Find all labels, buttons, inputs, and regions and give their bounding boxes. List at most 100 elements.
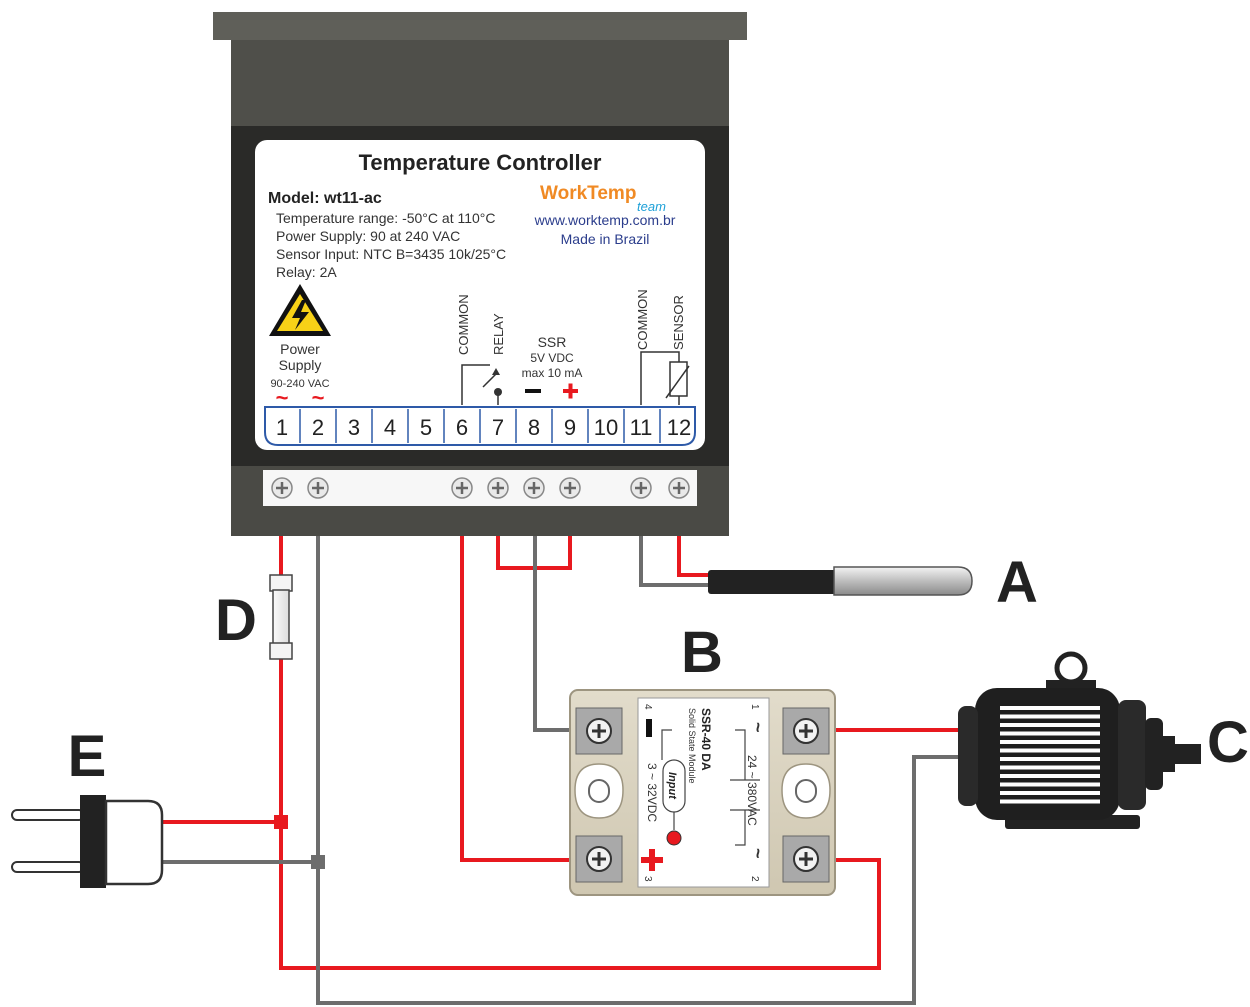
ssr-led: [666, 830, 682, 846]
terminal-screw-icon: [487, 477, 509, 499]
ssr-screw-icon: [586, 846, 612, 872]
power-plug: [11, 795, 164, 888]
ssr-pin-3: 3: [642, 876, 653, 882]
spec-line-4: Relay: 2A: [276, 264, 337, 280]
brand-origin: Made in Brazil: [561, 231, 650, 247]
ssr-internal-schematic: [661, 729, 760, 846]
motor-fin: [1000, 714, 1100, 719]
ssr-name: SSR-40 DA: [699, 708, 713, 771]
motor-fin: [1000, 748, 1100, 753]
ssr-input-range: 3 ~ 32VDC: [645, 763, 659, 822]
controller-bezel: [213, 12, 747, 40]
ssr-minus-symbol: [646, 719, 652, 737]
ssr-screw-icon: [793, 718, 819, 744]
ssr-desc: Solid State Module: [687, 708, 697, 784]
terminal-number-9: 9: [564, 415, 576, 440]
ssr-screw-icon: [586, 718, 612, 744]
high-voltage-warning-icon: [269, 284, 331, 336]
callout-a: A: [996, 550, 1038, 615]
terminal-screw-icon: [451, 477, 473, 499]
common-label: COMMON: [456, 294, 471, 355]
motor-fin: [1000, 799, 1100, 804]
ssr-screws: [586, 718, 819, 872]
motor-fin: [1000, 791, 1100, 795]
motor-cooling-fins: [1000, 706, 1100, 804]
ac-symbol-2: ~: [312, 385, 325, 410]
callout-e: E: [68, 724, 107, 789]
solid-state-relay: SSR-40 DA Solid State Module 24 ~ 380VAC…: [569, 689, 836, 896]
power-label-2: Supply: [279, 357, 322, 373]
spec-line-3: Sensor Input: NTC B=3435 10k/25°C: [276, 246, 506, 262]
ssr-label: SSR: [538, 334, 567, 350]
common2-label: COMMON: [635, 289, 650, 350]
terminal-dividers: [299, 409, 661, 443]
motor-fin: [1000, 706, 1100, 710]
temperature-controller: Temperature Controller Model: wt11-ac Te…: [213, 12, 747, 536]
power-range: 90-240 VAC: [270, 378, 329, 390]
ssr-ac-symbol-2: ~: [748, 848, 768, 859]
terminal-number-10: 10: [594, 415, 618, 440]
motor-fin: [1000, 731, 1100, 736]
ssr-ac-symbol-1: ~: [748, 722, 768, 733]
electric-motor: [958, 651, 1201, 829]
ssr-output-range: 24 ~ 380VAC: [745, 755, 759, 826]
spec-line-1: Temperature range: -50°C at 110°C: [276, 210, 496, 226]
brand-website: www.worktemp.com.br: [534, 212, 676, 228]
terminal-screw-icon: [559, 477, 581, 499]
terminal-number-8: 8: [528, 415, 540, 440]
wire-grey-sensor: [639, 535, 712, 587]
minus-symbol: [525, 389, 541, 393]
terminal-strip: [263, 470, 697, 506]
sensor-label: SENSOR: [671, 295, 686, 350]
terminal-screw-icon: [668, 477, 690, 499]
motor-fin: [1000, 757, 1100, 761]
relay-contact-icon: [461, 364, 502, 405]
label-panel: [255, 140, 705, 450]
ssr-plus-symbol: [641, 849, 663, 871]
ssr-current: max 10 mA: [522, 366, 583, 380]
terminal-screws: [271, 477, 690, 499]
terminal-number-3: 3: [348, 415, 360, 440]
wire-red-relay-common: [460, 535, 572, 862]
callout-d: D: [215, 588, 257, 653]
relay-label: RELAY: [491, 313, 506, 355]
terminal-number-12: 12: [667, 415, 691, 440]
terminal-screw-icon: [630, 477, 652, 499]
terminal-number-7: 7: [492, 415, 504, 440]
terminal-number-11: 11: [630, 415, 653, 440]
terminal-number-5: 5: [420, 415, 432, 440]
callout-c: C: [1207, 710, 1249, 775]
controller-title: Temperature Controller: [359, 150, 602, 175]
motor-fin: [1000, 782, 1100, 787]
wire-red-sensor: [677, 535, 712, 577]
ssr-screw-icon: [793, 846, 819, 872]
spec-line-2: Power Supply: 90 at 240 VAC: [276, 228, 460, 244]
ssr-pin-1: 1: [749, 704, 760, 710]
controller-model: Model: wt11-ac: [268, 190, 382, 207]
terminal-number-4: 4: [384, 415, 396, 440]
terminal-screw-icon: [271, 477, 293, 499]
terminal-number-1: 1: [276, 415, 288, 440]
terminal-screw-icon: [307, 477, 329, 499]
terminal-number-6: 6: [456, 415, 468, 440]
motor-fin: [1000, 740, 1100, 744]
junction-grey: [311, 855, 325, 869]
thermistor-icon: [640, 351, 690, 405]
brand-sub: team: [637, 199, 666, 214]
power-label-1: Power: [280, 341, 320, 357]
controller-top: [231, 40, 729, 126]
fuse: [269, 574, 293, 660]
terminal-number-2: 2: [312, 415, 324, 440]
ssr-voltage: 5V VDC: [530, 351, 574, 365]
callout-b: B: [681, 620, 723, 685]
motor-fin: [1000, 774, 1100, 778]
wire-grey-neutral-loop: [316, 535, 958, 1005]
plus-symbol: [563, 383, 578, 399]
ssr-pin-4: 4: [642, 704, 653, 710]
motor-fin: [1000, 723, 1100, 727]
junction-red: [274, 815, 288, 829]
ssr-input-text: Input: [666, 772, 678, 800]
ntc-sensor-probe: [708, 566, 973, 596]
